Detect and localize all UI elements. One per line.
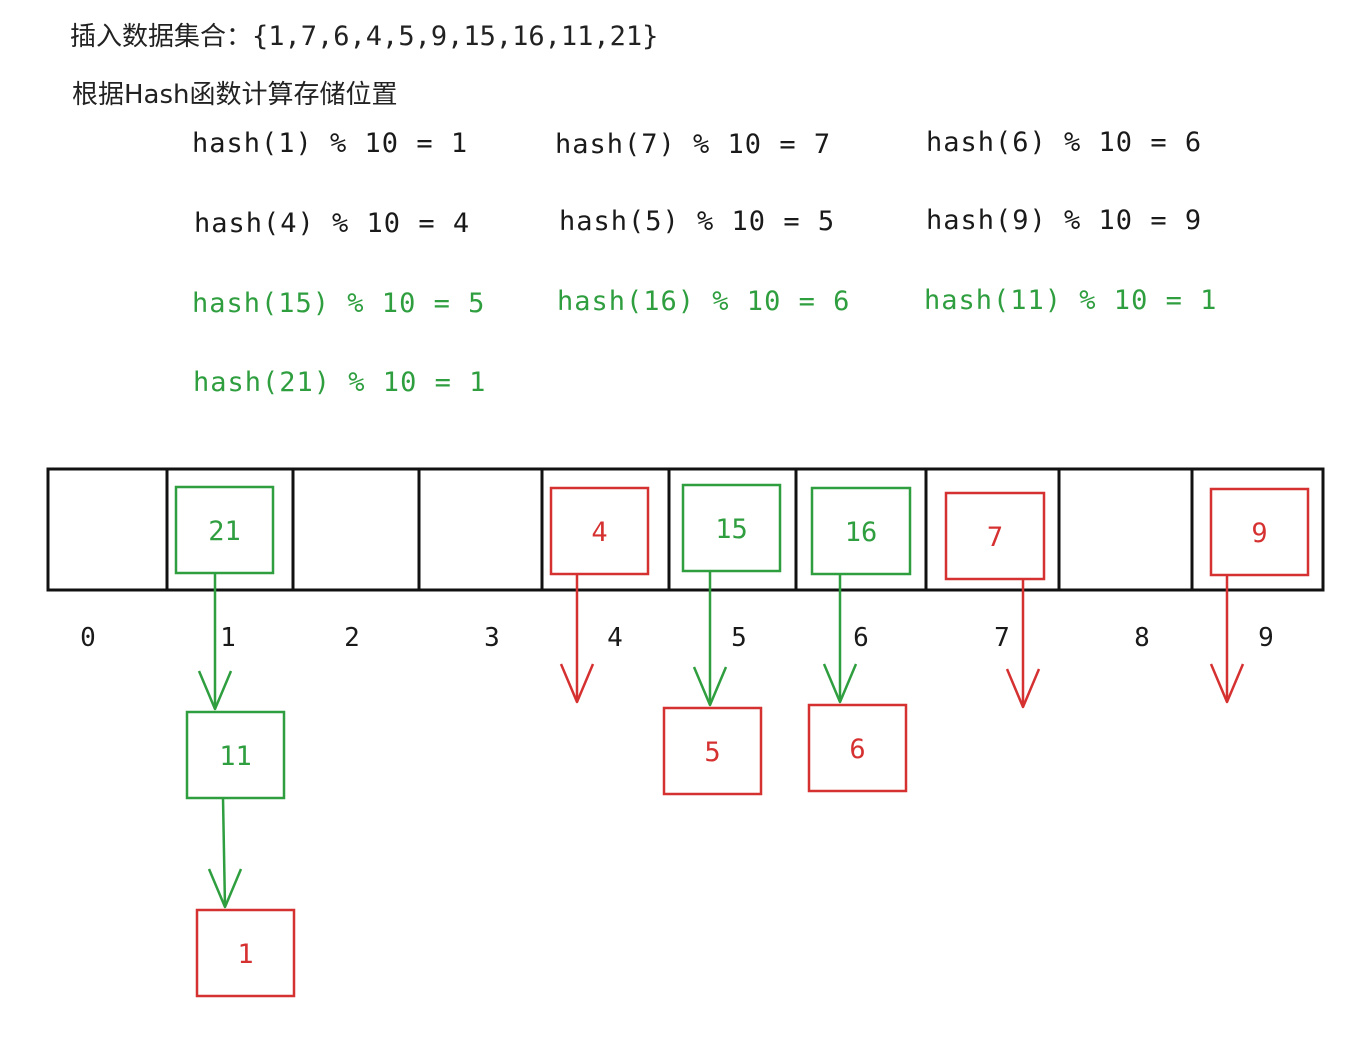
bucket-index-9: 9 bbox=[1258, 623, 1274, 653]
bucket-1-arrow-1-shaft bbox=[221, 797, 227, 908]
bucket-1-chain-node-1-box bbox=[195, 908, 296, 998]
bucket-5-chain-node-0-value: 5 bbox=[704, 737, 720, 768]
bucket-1-arrow-1-head bbox=[207, 868, 243, 909]
bucket-7-null-arrow-head bbox=[1005, 668, 1041, 709]
dataset-label: 插入数据集合： bbox=[70, 22, 253, 52]
dataset-heading: 插入数据集合：{1,7,6,4,5,9,15,16,11,21} bbox=[70, 16, 658, 53]
equation-hash-16: hash(16) % 10 = 6 bbox=[557, 286, 851, 317]
bucket-9-null-arrow-head bbox=[1209, 663, 1245, 704]
bucket-index-5: 5 bbox=[731, 623, 747, 653]
equation-hash-15: hash(15) % 10 = 5 bbox=[192, 288, 486, 319]
bucket-5-head-node-value: 15 bbox=[715, 514, 748, 545]
subtitle: 根据Hash函数计算存储位置 bbox=[72, 80, 398, 110]
bucket-5-arrow-0-head bbox=[692, 666, 728, 707]
bucket-7-head-node-box bbox=[944, 491, 1046, 581]
equation-hash-4: hash(4) % 10 = 4 bbox=[194, 208, 471, 239]
bucket-9-head-node-box bbox=[1209, 487, 1310, 577]
bucket-index-2: 2 bbox=[344, 623, 360, 653]
bucket-index-3: 3 bbox=[484, 623, 500, 653]
bucket-1-chain-node-0-box bbox=[185, 710, 286, 800]
equation-hash-7: hash(7) % 10 = 7 bbox=[555, 129, 832, 160]
equation-hash-9: hash(9) % 10 = 9 bbox=[926, 205, 1203, 236]
bucket-6-chain-node-0-box bbox=[807, 703, 908, 793]
equation-hash-6: hash(6) % 10 = 6 bbox=[926, 127, 1203, 158]
bucket-9-head-node-value: 9 bbox=[1251, 518, 1267, 549]
bucket-1-chain-node-0-value: 11 bbox=[219, 741, 252, 772]
bucket-6-head-node-box bbox=[810, 486, 912, 576]
dataset-values: {1,7,6,4,5,9,15,16,11,21} bbox=[252, 21, 659, 52]
bucket-4-null-arrow-head bbox=[559, 663, 595, 704]
bucket-index-7: 7 bbox=[994, 623, 1010, 653]
equation-hash-1: hash(1) % 10 = 1 bbox=[192, 128, 469, 159]
bucket-4-head-node-box bbox=[549, 486, 650, 576]
bucket-1-chain-node-1-value: 1 bbox=[237, 939, 253, 970]
bucket-5-head-node-box bbox=[681, 483, 782, 573]
bucket-5-chain-node-0-box bbox=[662, 706, 763, 796]
bucket-4-head-node-value: 4 bbox=[591, 517, 607, 548]
bucket-6-chain-node-0-value: 6 bbox=[849, 734, 865, 765]
equation-hash-5: hash(5) % 10 = 5 bbox=[559, 206, 836, 237]
bucket-1-head-node-box bbox=[174, 485, 275, 575]
bucket-index-6: 6 bbox=[853, 623, 869, 653]
bucket-6-arrow-0-head bbox=[822, 663, 858, 704]
bucket-index-1: 1 bbox=[220, 623, 236, 653]
bucket-index-0: 0 bbox=[80, 623, 96, 653]
bucket-6-head-node-value: 16 bbox=[845, 517, 878, 548]
equation-hash-11: hash(11) % 10 = 1 bbox=[924, 285, 1218, 316]
bucket-index-8: 8 bbox=[1134, 623, 1150, 653]
equation-hash-21: hash(21) % 10 = 1 bbox=[193, 367, 487, 398]
bucket-1-head-node-value: 21 bbox=[208, 516, 241, 547]
bucket-7-head-node-value: 7 bbox=[987, 522, 1003, 553]
hash-table-outline bbox=[46, 467, 1325, 592]
bucket-index-4: 4 bbox=[607, 623, 623, 653]
bucket-1-arrow-0-head bbox=[197, 670, 233, 711]
